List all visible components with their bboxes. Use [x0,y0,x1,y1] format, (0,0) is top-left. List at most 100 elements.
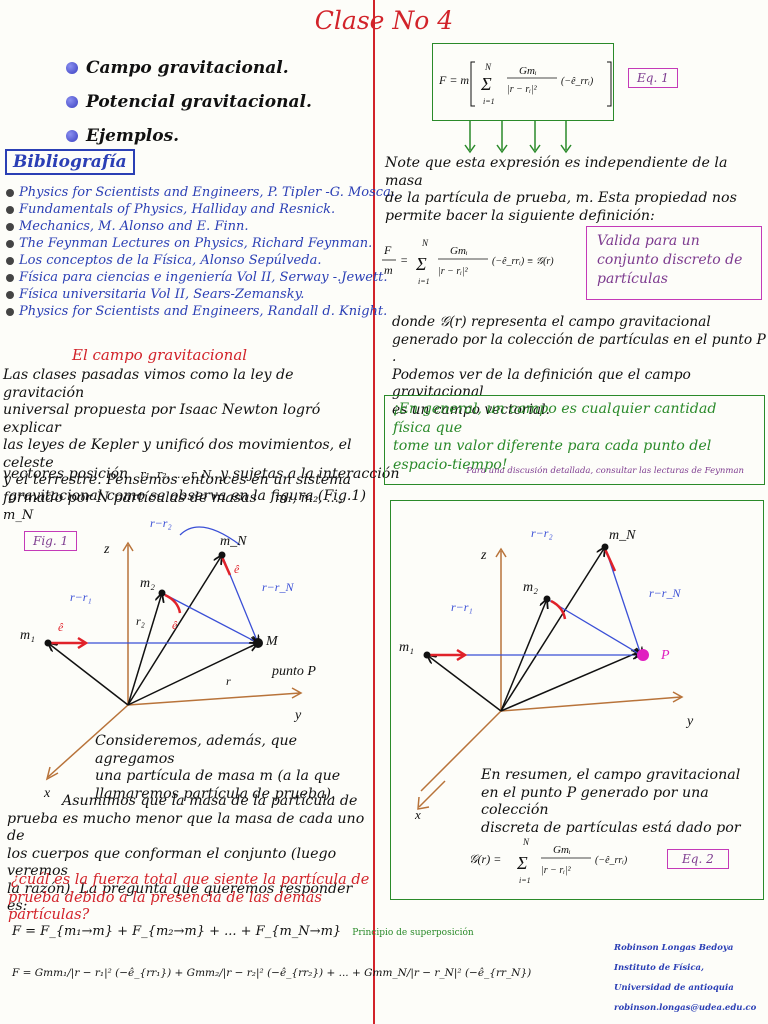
bullet-icon [6,222,14,231]
feynman-note: Para una discusión detallada, consultar … [466,466,744,476]
field-definition-box: ¡En general, un campo es cualquier canti… [384,395,765,485]
consider-paragraph: Consideremos, además, que agregamos una … [95,733,341,802]
expanded-formula: F = Gmm₁/|r − r₁|² (−ê_{rr₁}) + Gmm₂/|r … [12,967,532,979]
bullet-icon [6,273,14,282]
valid-note-box: Valida para un conjunto discreto de part… [586,226,762,300]
topic-item: Potencial gravitacional. [66,92,312,112]
bibliography-item: Physics for Scientists and Engineers, P.… [6,184,395,201]
y-axis [127,692,301,706]
bullet-icon [6,307,14,316]
eq2-tag: Eq. 2 [667,849,729,869]
superposition-row: F = F_{m₁→m} + F_{m₂→m} + ... + F_{m_N→m… [12,920,474,939]
svg-text:m: m [384,263,393,277]
eq1-tag: Eq. 1 [628,68,678,88]
figure-1-diagram: m₁ m₂ m_N M punto P z y x ê ê ê r−r₁ r−r₂ r−… [20,516,316,801]
author-name: Robinson Longas Bedoya [614,943,734,953]
field-definition-formula: F m = N Σ i=1 Gmᵢ |r − rᵢ|² (−ê_rrᵢ) ≡ 𝒢… [382,238,554,286]
svg-text:r−r₂: r−r₂ [150,516,172,530]
bullet-icon [6,290,14,299]
svg-text:r: r [226,674,231,688]
svg-text:𝒢(r) =: 𝒢(r) = [469,852,501,866]
svg-text:Gmᵢ: Gmᵢ [553,844,571,856]
svg-text:i=1: i=1 [483,97,495,106]
svg-text:ê: ê [58,620,64,634]
arrows-down-icon [464,120,572,154]
svg-text:Gmᵢ: Gmᵢ [450,245,468,257]
vectors-formula: r₁, r₂, ..., r_N, [140,468,215,481]
svg-text:(−ê_rrᵢ): (−ê_rrᵢ) [595,855,628,866]
svg-text:m_N: m_N [220,534,247,549]
svg-text:Σ: Σ [516,853,528,873]
svg-text:x: x [414,807,421,822]
masses-formula: m₁, m₂, ..., m_N [3,490,343,524]
svg-text:Σ: Σ [415,254,427,274]
svg-text:y: y [293,708,302,723]
svg-text:ê: ê [172,618,178,632]
svg-text:m₂: m₂ [140,576,155,591]
x-axis-tail: x [414,780,446,822]
section-title: El campo gravitacional [72,346,248,364]
svg-text:m₁: m₁ [399,640,414,655]
svg-text:N: N [421,238,429,248]
svg-text:m₂: m₂ [523,580,538,595]
svg-text:r₂: r₂ [136,614,145,628]
svg-text:(−ê_rrᵢ): (−ê_rrᵢ) [561,76,594,87]
svg-text:m₁: m₁ [20,628,35,643]
svg-text:N: N [522,837,530,847]
svg-text:Gmᵢ: Gmᵢ [519,65,537,77]
intro-paragraph: Las clases pasadas vimos como la ley de … [3,367,352,524]
svg-text:ê: ê [234,562,240,576]
svg-text:m_N: m_N [609,528,636,543]
figure-2-diagram: P m₁ m₂ m_N z y r−r₁r−r₂r−r_N [399,526,694,792]
bullet-icon [6,188,14,197]
svg-text:|r − rᵢ|²: |r − rᵢ|² [541,865,572,876]
donde-paragraph: donde 𝒢(r) representa el campo gravitaci… [392,314,766,418]
bibliography-item: Mechanics, M. Alonso and E. Finn. [6,218,368,235]
svg-text:r−r₁: r−r₁ [451,600,473,614]
svg-text:M: M [265,634,279,649]
eq2-formula: 𝒢(r) = N Σ i=1 Gmᵢ |r − rᵢ|² (−ê_rrᵢ) [469,837,628,885]
svg-text:y: y [685,714,694,729]
svg-text:i=1: i=1 [418,277,430,286]
bullet-icon [66,130,78,142]
svg-text:i=1: i=1 [519,876,531,885]
svg-text:Σ: Σ [480,74,492,94]
topic-item: Campo gravitacional. [66,58,289,78]
superposition-formula: F = F_{m₁→m} + F_{m₂→m} + ... + F_{m_N→m… [12,924,342,939]
svg-text:r−r₁: r−r₁ [70,590,92,604]
axes [45,541,303,781]
svg-text:x: x [43,786,51,801]
assume-paragraph: Asumimos que la masa de la partícula de … [7,793,365,914]
point-p-marker [637,649,649,661]
bibliography-item: Physics for Scientists and Engineers, Ra… [6,303,387,320]
bibliography-list: Physics for Scientists and Engineers, P.… [6,184,395,320]
svg-text:punto P: punto P [271,664,316,679]
svg-text:(−ê_rrᵢ) ≡ 𝒢(r): (−ê_rrᵢ) ≡ 𝒢(r) [492,256,554,267]
topic-item: Ejemplos. [66,126,179,146]
svg-text:r−r_N: r−r_N [262,580,294,594]
eq1-formula: F = m N Σ i=1 Gmᵢ |r − rᵢ|² (−ê_rrᵢ) [438,61,612,107]
bibliography-item: Física para ciencias e ingeniería Vol II… [6,269,388,286]
figure-label: Fig. 1 [24,531,78,551]
bullet-icon [6,239,14,248]
bibliography-item: Los conceptos de la Física, Alonso Sepúl… [6,252,368,269]
bibliography-heading: Bibliografía [5,149,135,175]
question-paragraph: ¿cuál es la fuerza total que siente la p… [8,872,370,923]
author-institute: Instituto de Física, [614,963,704,973]
svg-text:=: = [400,253,408,267]
author-credits: Robinson Longas Bedoya Instituto de Físi… [614,938,756,1018]
svg-text:F = m: F = m [438,73,469,87]
eq1-box: F = m N Σ i=1 Gmᵢ |r − rᵢ|² (−ê_rrᵢ) [432,43,614,121]
bullet-icon [66,96,78,108]
x-axis [47,704,129,778]
bullet-icon [6,205,14,214]
bibliography-item: Física universitaria Vol II, Sears-Zeman… [6,286,368,303]
note-paragraph: Note que esta expresión es independiente… [385,155,737,224]
superposition-note: Principio de superposición [352,928,474,938]
svg-text:r−r_N: r−r_N [649,586,681,600]
svg-text:z: z [103,542,110,557]
bibliography-item: Fundamentals of Physics, Halliday and Re… [6,201,368,218]
svg-text:r−r₂: r−r₂ [531,526,553,540]
